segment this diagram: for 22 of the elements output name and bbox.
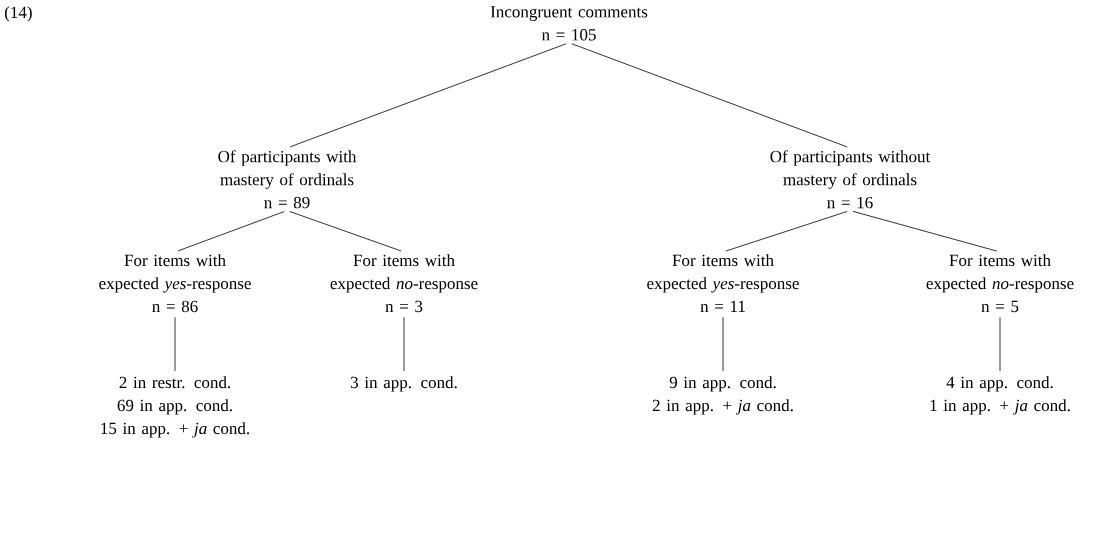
branch-line [852,210,998,252]
example-number: (14) [4,6,32,22]
branch-line [177,211,285,252]
tree-node-text: For items with expected yes-response n = 11 [647,254,799,312]
tree-node-text: Incongruent comments n = 105 [490,6,648,41]
branch-line [725,211,848,252]
leaf-text: 2 in restr. cond. 69 in app. cond. 15 in app. + ja cond. [101,376,250,438]
branch-line [174,316,176,372]
leaf-text: 9 in app. cond. 2 in app. + ja cond. [652,376,793,415]
branch-line [403,316,405,372]
leaf-text: 4 in app. cond. 1 in app. + ja cond. [930,376,1070,415]
branch-line [289,211,402,252]
tree-node-text: Of participants without mastery of ordinals n = 16 [770,150,931,209]
branch-line [571,43,848,148]
branch-line [289,43,567,148]
leaf-text: 3 in app. cond. [351,376,457,392]
tree-node-text: Of participants with mastery of ordinals n = 89 [218,150,357,209]
tree-node-text: For items with expected no-response n = 3 [330,254,478,313]
branch-line [722,316,724,372]
tree-node-text: For items with expected no-response n = 5 [926,254,1074,313]
branch-line [999,316,1001,372]
tree-node-text: For items with expected yes-response n = 86 [99,254,251,313]
